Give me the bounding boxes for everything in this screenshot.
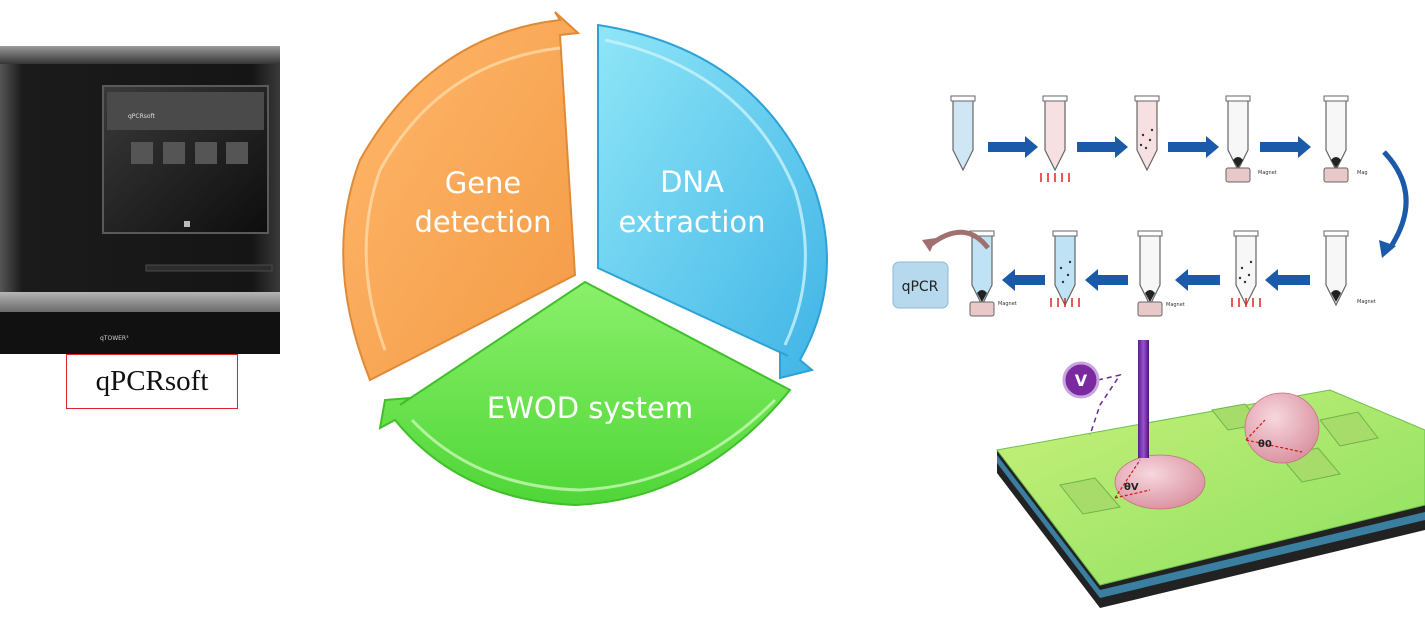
screen-tiles	[131, 142, 248, 164]
droplet-left	[1114, 454, 1206, 510]
windows-icon	[184, 221, 190, 227]
screen-banner	[107, 92, 264, 130]
voltage-source-icon	[1062, 361, 1100, 399]
brand-logo: qTOWER³	[100, 335, 129, 342]
voltage-label: V	[1075, 371, 1088, 390]
instrument-base	[0, 312, 280, 354]
chip-side-layer	[997, 455, 1425, 598]
segment-label-dna: DNA	[660, 165, 724, 199]
turn-arrow-head	[1379, 240, 1396, 258]
magnet-label-1: Magnet	[1258, 170, 1277, 176]
contact-angle-lines	[1114, 419, 1303, 499]
segment-dna-extraction: DNA extraction	[597, 23, 828, 380]
cycle-diagram: Gene detection DNA extraction EWOD syste…	[342, 11, 828, 507]
electrode-needle	[1138, 340, 1149, 458]
segment-label-detection: detection	[415, 205, 552, 239]
magnet-label-2: Magnet	[1357, 299, 1376, 305]
tube-3	[1134, 95, 1160, 172]
tube-5	[1323, 95, 1349, 183]
magnet-label-short: Mag	[1357, 170, 1368, 176]
segment-label-ewod: EWOD system	[487, 391, 693, 425]
screen-title: qPCRsoft	[128, 113, 156, 120]
tube-4	[1225, 95, 1251, 183]
tube-8	[1137, 230, 1163, 317]
plate-slot	[145, 264, 273, 272]
heating-arrows-2	[1231, 298, 1261, 307]
theta-0-label: θ0	[1258, 439, 1272, 450]
tube-1	[950, 95, 976, 172]
tube-7	[1231, 230, 1261, 307]
extraction-workflow: Magnet Mag Magnet Magnet	[892, 95, 1409, 317]
segment-label-gene: Gene	[445, 166, 522, 200]
turn-arrow	[1382, 150, 1409, 250]
tube-2	[1040, 95, 1070, 182]
instrument-top	[0, 46, 280, 66]
qpcrsoft-caption: qPCRsoft	[66, 354, 238, 409]
qpcr-box	[892, 261, 949, 309]
instrument-chrome-strip	[0, 292, 280, 312]
segment-ewod-system: EWOD system	[378, 280, 792, 507]
theta-v-label: θV	[1124, 482, 1139, 493]
tube-10	[969, 230, 995, 317]
row1-arrows	[988, 136, 1311, 158]
voltage-wire	[1089, 373, 1122, 436]
magnet-label-4: Magnet	[998, 301, 1017, 307]
chip-base	[997, 450, 1425, 608]
row2-arrows	[1002, 269, 1310, 291]
segment-gene-detection: Gene detection	[342, 11, 581, 382]
qtower-instrument-photo: qPCRsoft qTOWER³	[0, 46, 280, 354]
ewod-chip-illustration: θV θ0 V	[996, 340, 1425, 608]
heating-arrows-1	[1040, 173, 1070, 182]
qpcr-curve-arrow-head	[922, 238, 936, 252]
qpcr-box-label: qPCR	[902, 279, 939, 295]
tube-6	[1323, 230, 1349, 307]
tube-9	[1050, 230, 1080, 307]
segment-label-extraction: extraction	[618, 205, 765, 239]
magnet-label-3: Magnet	[1166, 302, 1185, 308]
qpcr-curve-arrow	[928, 229, 990, 250]
droplet-right	[1244, 392, 1320, 464]
heating-arrows-3	[1050, 298, 1080, 307]
